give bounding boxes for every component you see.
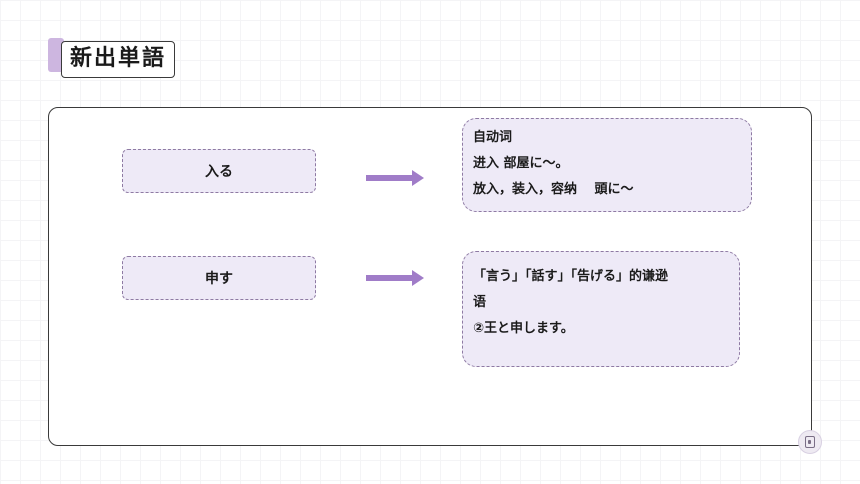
page-title: 新出単語 [61,41,176,78]
definition-line: 「言う」「話す」「告げる」的谦逊 [473,269,669,284]
word-box-2: 申す [122,256,316,300]
word-label: 入る [205,164,233,180]
definition-box-1: 自动词 进入 部屋に～。 放入，装入，容纳 頭に～ [462,118,752,212]
definition-line: 语 [473,295,487,310]
arrow-right-icon [366,270,426,286]
word-box-1: 入る [122,149,316,193]
arrow-right-icon [366,170,426,186]
definition-line: 放入，装入，容纳 頭に～ [473,182,634,197]
book-icon[interactable] [798,430,822,454]
title-accent [48,38,64,72]
definition-line: 自动词 [473,130,513,145]
content-frame: 入る 自动词 进入 部屋に～。 放入，装入，容纳 頭に～ 申す 「言う」「話す」… [48,107,812,446]
definition-box-2: 「言う」「話す」「告げる」的谦逊 语 ②王と申します。 [462,251,740,367]
definition-line: 进入 部屋に～。 [473,156,569,171]
definition-line: ②王と申します。 [473,321,574,336]
word-label: 申す [205,271,233,287]
